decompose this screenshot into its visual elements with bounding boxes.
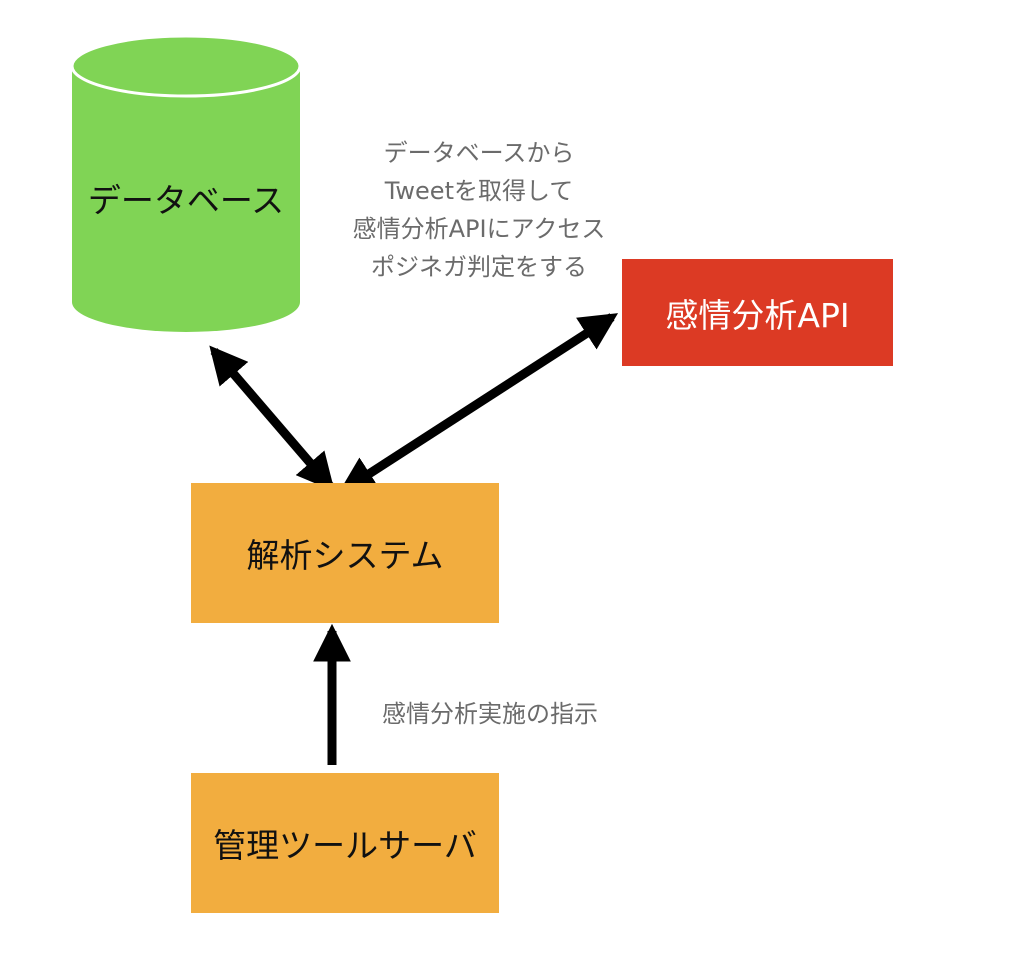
sentiment-api-label: 感情分析API bbox=[665, 295, 850, 335]
database-label: データベース bbox=[87, 181, 285, 220]
database-top bbox=[70, 34, 302, 98]
analysis-system-node: 解析システム bbox=[191, 483, 499, 623]
analysis-system-label: 解析システム bbox=[246, 536, 444, 575]
instruction-annotation: 感情分析実施の指示 bbox=[382, 700, 598, 728]
fetch-analyze-annotation: データベースから Tweetを取得して 感情分析APIにアクセス ポジネガ判定を… bbox=[318, 134, 640, 286]
admin-server-node: 管理ツールサーバ bbox=[191, 773, 499, 913]
database-cylinder bbox=[70, 34, 302, 332]
annotation-line: Tweetを取得して bbox=[384, 177, 574, 205]
annotation-line: 感情分析APIにアクセス bbox=[352, 215, 606, 243]
annotation-line: ポジネガ判定をする bbox=[371, 253, 587, 281]
database-body bbox=[72, 66, 300, 332]
admin-server-label: 管理ツールサーバ bbox=[213, 826, 477, 865]
sentiment-api-node: 感情分析API bbox=[622, 259, 893, 366]
arrow-db-analysis bbox=[209, 345, 335, 492]
annotation-line: データベースから bbox=[383, 139, 575, 167]
arrow-analysis-api bbox=[337, 313, 619, 494]
